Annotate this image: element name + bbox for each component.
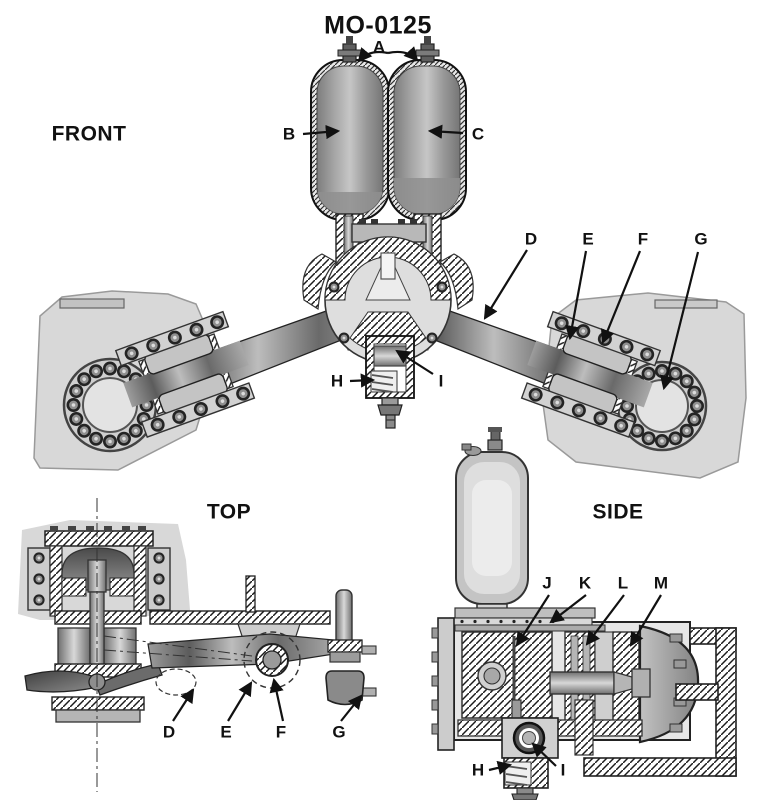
callout-front-h: H (330, 371, 344, 391)
callout-front-a: A (372, 37, 386, 57)
callout-side-j: J (542, 573, 552, 593)
front-view-title: FRONT (51, 122, 127, 146)
right-tank (387, 36, 467, 221)
top-shock-assembly (325, 589, 377, 706)
side-mount-bracket (583, 627, 737, 777)
callout-front-g: G (694, 229, 708, 249)
callout-side-i: I (560, 760, 566, 780)
callout-front-c: C (471, 124, 485, 144)
side-view-title: SIDE (592, 500, 644, 524)
left-tank (310, 36, 390, 221)
callout-side-l: L (617, 573, 629, 593)
callout-front-d: D (524, 229, 538, 249)
top-leaders (172, 677, 363, 722)
top-view-drawing (18, 498, 377, 792)
callout-front-b: B (282, 124, 296, 144)
front-valve-assembly (365, 335, 415, 429)
top-cylinder-block (27, 526, 171, 723)
side-tank (455, 427, 529, 639)
side-view-drawing (431, 427, 737, 800)
front-leaders (302, 46, 700, 391)
callout-top-g: G (332, 722, 346, 742)
tank-mounts (335, 213, 442, 265)
callout-front-i: I (438, 371, 444, 391)
side-compressor-body (431, 607, 700, 756)
left-arm-clamp (114, 310, 256, 438)
top-arm-beam (147, 633, 335, 669)
callout-side-k: K (578, 573, 592, 593)
callout-front-e: E (582, 229, 594, 249)
callout-top-d: D (162, 722, 176, 742)
top-mount-plate (149, 610, 331, 625)
callout-side-h: H (471, 760, 485, 780)
side-leaders (488, 594, 662, 775)
callout-top-f: F (275, 722, 287, 742)
front-view-drawing (33, 36, 747, 479)
callout-front-f: F (637, 229, 649, 249)
callout-top-e: E (220, 722, 232, 742)
top-view-title: TOP (206, 500, 252, 524)
diagram-title: MO-0125 (324, 11, 432, 40)
callout-side-m: M (653, 573, 669, 593)
top-hub (243, 631, 301, 689)
left-hub-flange (62, 357, 158, 453)
side-valve-assembly (501, 699, 559, 800)
